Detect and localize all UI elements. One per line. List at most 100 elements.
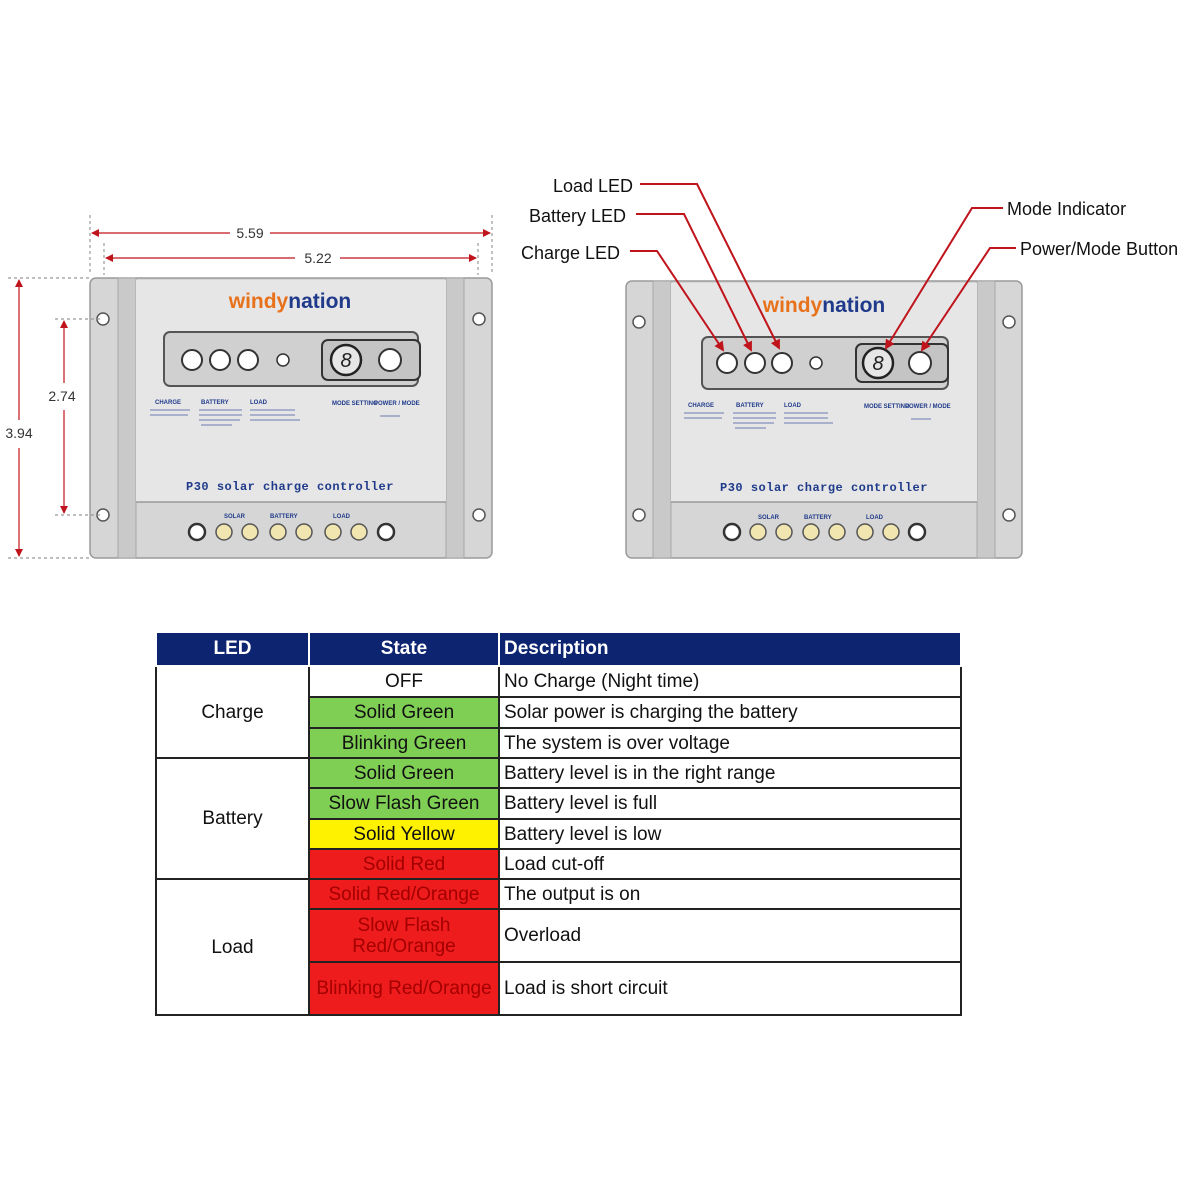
header-state: State xyxy=(308,631,500,667)
state-cell: Blinking Red/Orange xyxy=(308,961,500,1016)
solar-label: SOLAR xyxy=(224,514,246,520)
terminal-block xyxy=(187,522,396,542)
led-group-load: Load xyxy=(155,878,310,1016)
mode-label: MODE SETTING xyxy=(864,404,910,410)
callout-mode-indicator: Mode Indicator xyxy=(1007,199,1126,219)
state-cell: Solid Green xyxy=(308,696,500,729)
power-mode-button[interactable] xyxy=(378,348,402,372)
dimension-inner-height: 2.74 xyxy=(48,388,75,404)
description-cell: Solar power is charging the battery xyxy=(498,696,962,729)
load-led xyxy=(771,352,793,374)
mount-hole xyxy=(632,315,646,329)
small-indicator xyxy=(276,353,290,367)
description-cell: Overload xyxy=(498,908,962,963)
power-label: POWER / MODE xyxy=(905,404,951,410)
description-cell: The output is on xyxy=(498,878,962,910)
terminal-battery-label: BATTERY xyxy=(804,515,832,521)
led-group-charge: Charge xyxy=(155,665,310,759)
brand-logo: windynation xyxy=(762,294,886,317)
mode-digit: 8 xyxy=(340,350,351,372)
battery-led xyxy=(744,352,766,374)
battery-label: BATTERY xyxy=(201,400,229,406)
mount-hole xyxy=(472,312,486,326)
controller-right: windynation 8 CHARGE BATTERY LOAD MODE S… xyxy=(625,280,1023,559)
callout-charge-led: Charge LED xyxy=(521,243,620,263)
load-label: LOAD xyxy=(250,400,268,406)
callout-battery-led: Battery LED xyxy=(529,206,626,226)
state-cell: Solid Green xyxy=(308,757,500,789)
table-row: Blinking Green The system is over voltag… xyxy=(156,727,962,759)
charge-label: CHARGE xyxy=(688,403,714,409)
mode-indicator xyxy=(861,346,895,380)
fine-print xyxy=(150,409,400,426)
terminal-load-label: LOAD xyxy=(866,515,884,521)
led-state-table: LED State Description Charge OFF No Char… xyxy=(155,631,962,1016)
dimension-inner-width: 5.22 xyxy=(304,250,331,266)
state-cell: Blinking Green xyxy=(308,727,500,759)
header-led: LED xyxy=(155,631,310,667)
callout-power-mode-button: Power/Mode Button xyxy=(1020,239,1178,259)
face-plate xyxy=(136,280,446,502)
terminal-load-label: LOAD xyxy=(333,514,351,520)
state-cell: Slow Flash Green xyxy=(308,787,500,820)
side-rail-left xyxy=(652,280,672,559)
side-rail-right xyxy=(976,280,996,559)
battery-label: BATTERY xyxy=(736,403,764,409)
mount-hole xyxy=(1002,315,1016,329)
state-cell: Solid Red xyxy=(308,848,500,880)
state-cell: Solid Yellow xyxy=(308,818,500,850)
brand-logo: windynation xyxy=(228,290,352,313)
fine-print xyxy=(684,412,931,429)
description-cell: The system is over voltage xyxy=(498,727,962,759)
callout-lines xyxy=(630,183,1016,352)
dimension-lines xyxy=(8,215,493,559)
mode-indicator xyxy=(329,343,363,377)
state-cell: Slow Flash Red/Orange xyxy=(308,908,500,963)
mount-hole xyxy=(472,508,486,522)
model-label: P30 solar charge controller xyxy=(186,480,394,494)
callout-load-led: Load LED xyxy=(553,176,633,196)
table-header-row: LED State Description xyxy=(155,631,962,667)
charge-led xyxy=(181,349,203,371)
mode-label: MODE SETTING xyxy=(332,401,378,407)
table-row: Load Solid Red/Orange The output is on xyxy=(155,878,962,1016)
terminal-battery-label: BATTERY xyxy=(270,514,298,520)
table-row: Solid Red Load cut-off xyxy=(156,848,962,880)
table-row: Charge OFF No Charge (Night time) xyxy=(155,665,962,759)
charge-label: CHARGE xyxy=(155,400,181,406)
state-cell: Solid Red/Orange xyxy=(308,878,500,910)
description-cell: Load cut-off xyxy=(498,848,962,880)
mount-hole xyxy=(1002,508,1016,522)
side-rail-left xyxy=(117,277,137,559)
description-cell: No Charge (Night time) xyxy=(498,665,962,698)
table-row: Solid Green Solar power is charging the … xyxy=(156,696,962,729)
small-indicator xyxy=(809,356,823,370)
power-mode-button[interactable] xyxy=(908,351,932,375)
model-label: P30 solar charge controller xyxy=(720,481,928,495)
description-cell: Battery level is in the right range xyxy=(498,757,962,789)
load-label: LOAD xyxy=(784,403,802,409)
header-description: Description xyxy=(498,631,962,667)
table-row: Solid Yellow Battery level is low xyxy=(156,818,962,850)
table-row: Blinking Red/Orange Load is short circui… xyxy=(156,961,962,1016)
solar-label: SOLAR xyxy=(758,515,780,521)
mount-hole xyxy=(632,508,646,522)
side-rail-right xyxy=(445,277,465,559)
table-row: Slow Flash Green Battery level is full xyxy=(156,787,962,820)
dimension-outer-height: 3.94 xyxy=(5,425,32,441)
description-cell: Battery level is low xyxy=(498,818,962,850)
description-cell: Load is short circuit xyxy=(498,961,962,1016)
led-group-battery: Battery xyxy=(155,757,310,880)
state-cell: OFF xyxy=(308,665,500,698)
dimension-outer-width: 5.59 xyxy=(236,225,263,241)
battery-led xyxy=(209,349,231,371)
face-plate xyxy=(671,283,977,502)
mode-digit: 8 xyxy=(872,353,883,375)
terminal-block xyxy=(722,522,927,542)
charge-led xyxy=(716,352,738,374)
power-label: POWER / MODE xyxy=(374,401,420,407)
controller-left: windynation 8 CHARGE BATTERY LOAD MODE S… xyxy=(89,277,493,559)
description-cell: Battery level is full xyxy=(498,787,962,820)
controller-diagram: windynation 8 CHARGE BATTERY LOAD MODE S… xyxy=(5,176,1178,559)
load-led xyxy=(237,349,259,371)
